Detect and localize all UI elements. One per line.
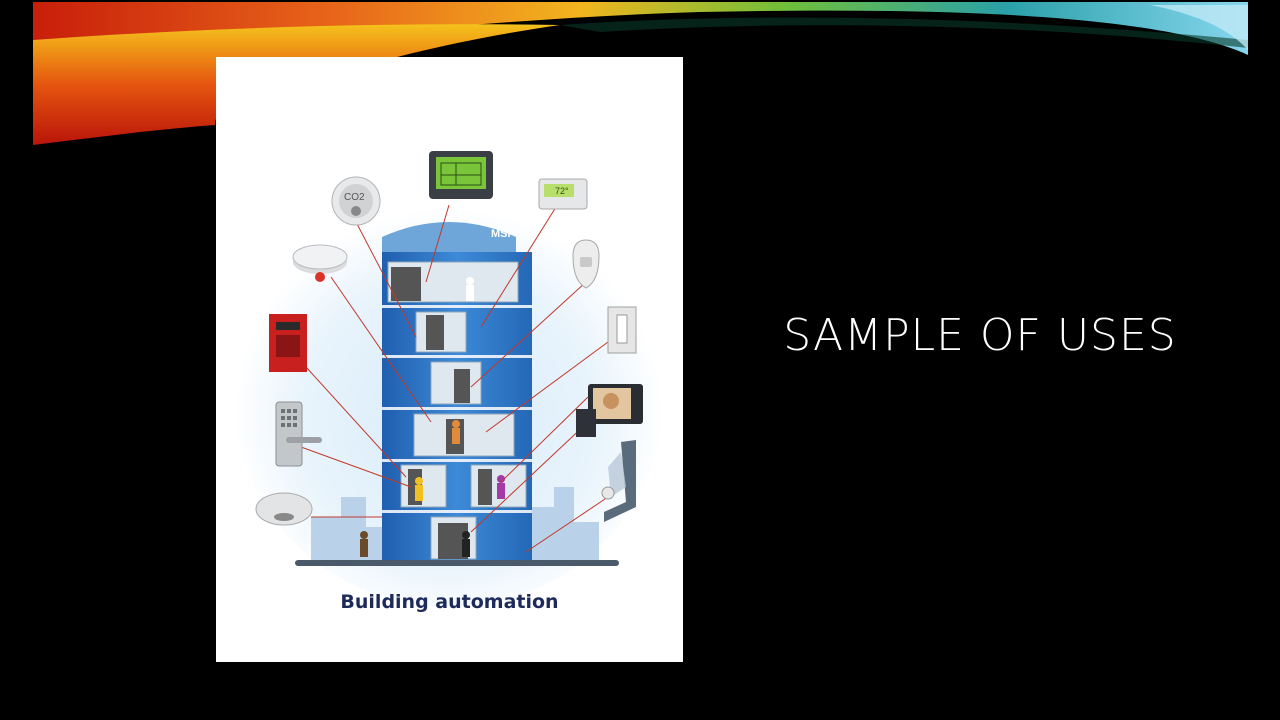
thermostat-reading: 72° [555,186,569,196]
slide-title: SAMPLE OF USES [783,310,1177,361]
window-sensor-icon [601,440,636,522]
temperature-thermostat-icon: 72° [538,178,588,210]
building: MSP [360,222,532,560]
co2-label: CO2 [344,192,365,203]
motion-sensor-icon [572,239,600,289]
figure-caption: Building automation [340,591,559,613]
ground-line [295,560,619,566]
video-intercom-icon [576,384,643,437]
light-switch-icon [607,306,637,354]
building-automation-figure: MSP [216,57,683,662]
city-skyline [311,487,599,562]
thermostat-panel-icon [429,151,493,199]
co2-detector-icon: CO2 [331,176,381,226]
keypad-door-lock-icon [275,401,322,467]
ceiling-sensor-icon [255,492,313,526]
building-sign: MSP [491,228,515,240]
building-illustration: MSP [234,151,664,607]
fire-alarm-panel-icon [269,314,307,372]
occupants [360,277,505,557]
smoke-detector-icon [292,244,348,282]
device-connectors [300,204,609,553]
